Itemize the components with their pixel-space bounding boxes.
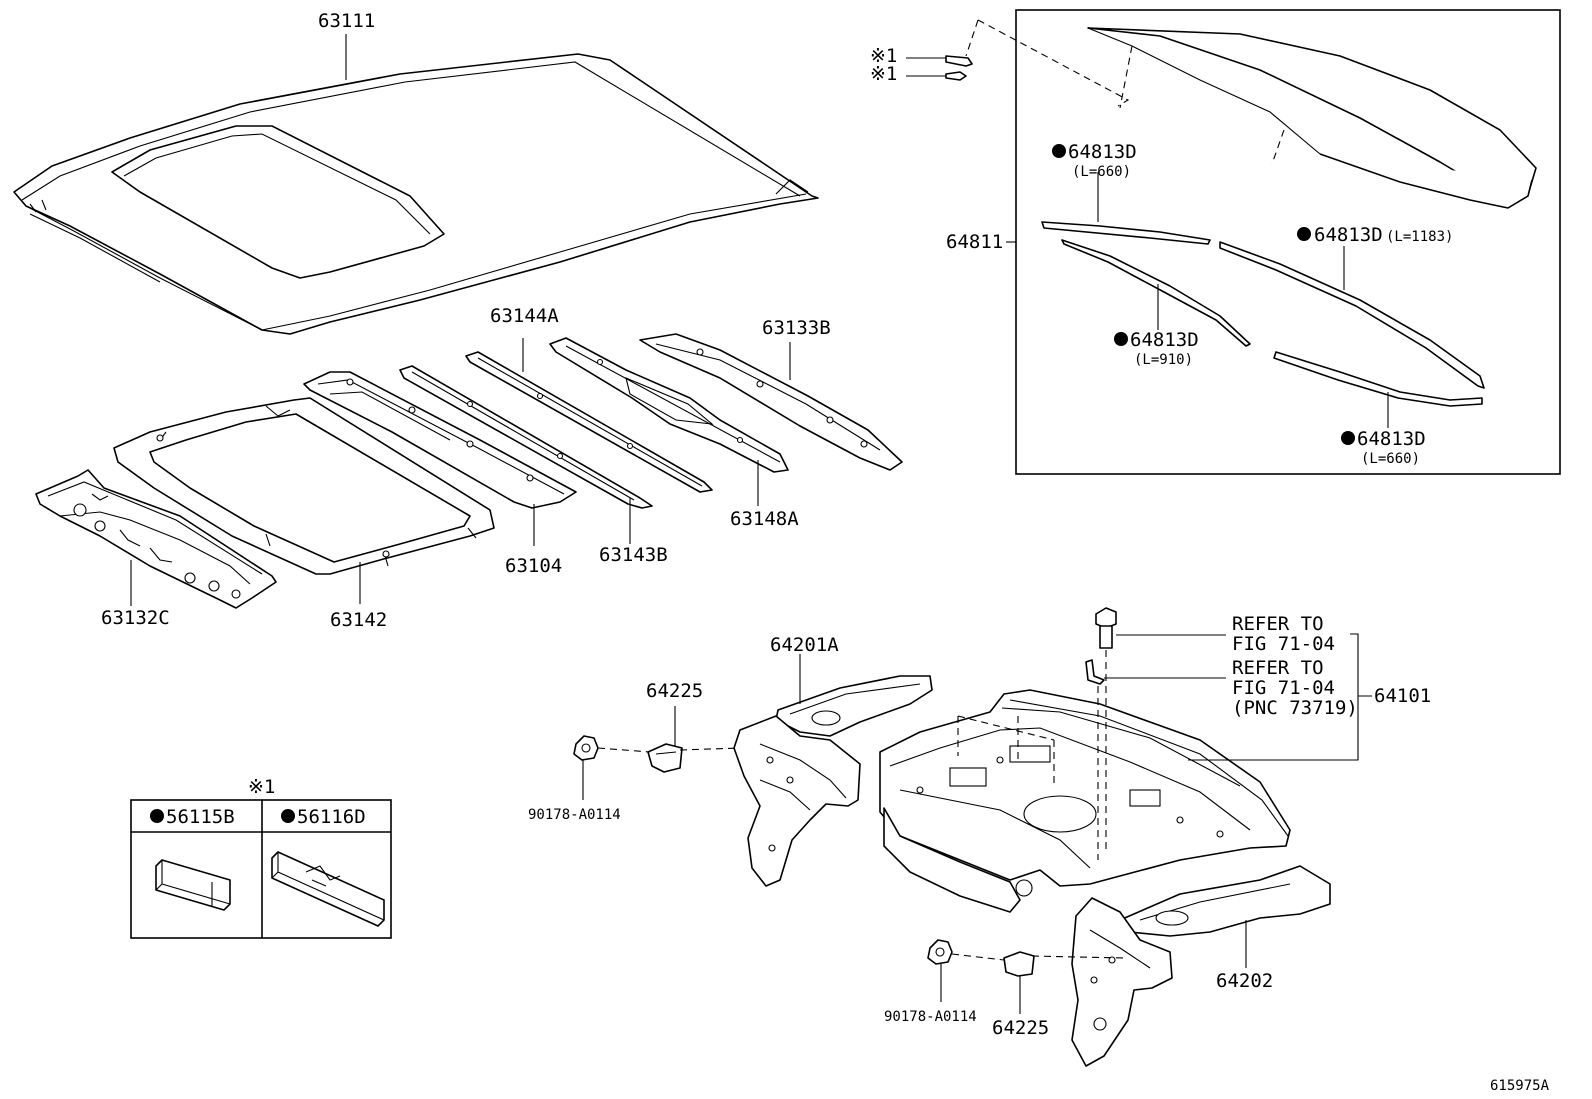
dam-4-part: 64813D	[1357, 428, 1426, 450]
inset-table	[130, 799, 392, 939]
label-63104: 63104	[505, 555, 562, 577]
tray-clip	[1085, 659, 1105, 685]
clips	[906, 55, 973, 81]
illustration-id: 615975A	[1490, 1078, 1550, 1094]
roof-bow-63143B	[465, 351, 713, 493]
inset-part-1: 56115B	[166, 806, 235, 828]
clip-position-dashes	[977, 19, 1285, 165]
label-nut-upper: 90178-A0114	[528, 807, 621, 823]
spacer-56116D	[271, 851, 385, 927]
roof-bow-63104	[303, 371, 577, 509]
inset-header: ※1	[248, 776, 275, 798]
tray-bolt	[1095, 607, 1117, 649]
label-nut-lower: 90178-A0114	[884, 1009, 977, 1025]
clip-ref-2: ※1	[870, 63, 897, 85]
refer-2-line2: FIG 71-04	[1232, 677, 1335, 699]
dam-1-length: (L=660)	[1072, 164, 1131, 180]
sunroof-reinforcement-frame	[113, 397, 495, 575]
dam-3-part: 64813D	[1130, 329, 1199, 351]
bracket-lower	[1003, 951, 1035, 977]
windshield-header-panel	[35, 469, 277, 609]
label-64101: 64101	[1374, 685, 1431, 707]
clip-ref-1: ※1	[870, 45, 897, 67]
leader-refers	[1104, 634, 1226, 679]
roof-bow-63148A	[549, 337, 789, 473]
tray-bolt-axis	[1097, 650, 1107, 860]
dam-2-dot	[1297, 227, 1311, 241]
dam-2-length: (L=1183)	[1386, 229, 1453, 245]
label-63142: 63142	[330, 609, 387, 631]
dam-4-length: (L=660)	[1361, 451, 1420, 467]
label-63111: 63111	[318, 10, 375, 32]
bracket-upper	[647, 743, 683, 773]
inset-dot-1	[150, 809, 164, 823]
label-64225-upper: 64225	[646, 680, 703, 702]
roof-bow-63144A	[399, 365, 653, 509]
nut-lower	[927, 939, 953, 965]
dam-2-part: 64813D	[1314, 224, 1383, 246]
label-64201A: 64201A	[770, 634, 839, 656]
refer-2-line3: (PNC 73719)	[1232, 697, 1358, 719]
bolt-axis-lower	[951, 953, 1125, 961]
label-63148A: 63148A	[730, 508, 799, 530]
label-64202: 64202	[1216, 970, 1273, 992]
roof-bow-63133B	[639, 333, 903, 471]
dam-1-dot	[1052, 144, 1066, 158]
spacer-56115B	[155, 859, 231, 911]
dam-3-length: (L=910)	[1134, 352, 1193, 368]
nut-upper	[573, 735, 599, 761]
inset-dot-2	[281, 809, 295, 823]
refer-1-line1: REFER TO	[1232, 613, 1324, 635]
package-tray-64101	[879, 689, 1291, 913]
gutter-rh-64202	[1071, 865, 1331, 1067]
roof-panel	[13, 53, 819, 335]
dam-strips	[1041, 221, 1485, 407]
back-window-glass	[1087, 27, 1537, 209]
label-63132C: 63132C	[101, 607, 170, 629]
tray-dash-box	[957, 715, 1055, 784]
label-63143B: 63143B	[599, 544, 668, 566]
label-63144A: 63144A	[490, 305, 559, 327]
dam-3-dot	[1114, 332, 1128, 346]
bolt-axis-upper	[597, 747, 741, 753]
label-64811: 64811	[946, 231, 1003, 253]
dam-1-part: 64813D	[1068, 141, 1137, 163]
label-64225-lower: 64225	[992, 1017, 1049, 1039]
gutter-lh-64201A	[733, 675, 933, 887]
dam-4-dot	[1341, 431, 1355, 445]
inset-part-2: 56116D	[297, 806, 366, 828]
refer-1-line2: FIG 71-04	[1232, 633, 1335, 655]
refer-2-line1: REFER TO	[1232, 657, 1324, 679]
clip-position-dash-2	[965, 19, 979, 57]
label-63133B: 63133B	[762, 317, 831, 339]
bracket-64101	[1188, 633, 1372, 761]
